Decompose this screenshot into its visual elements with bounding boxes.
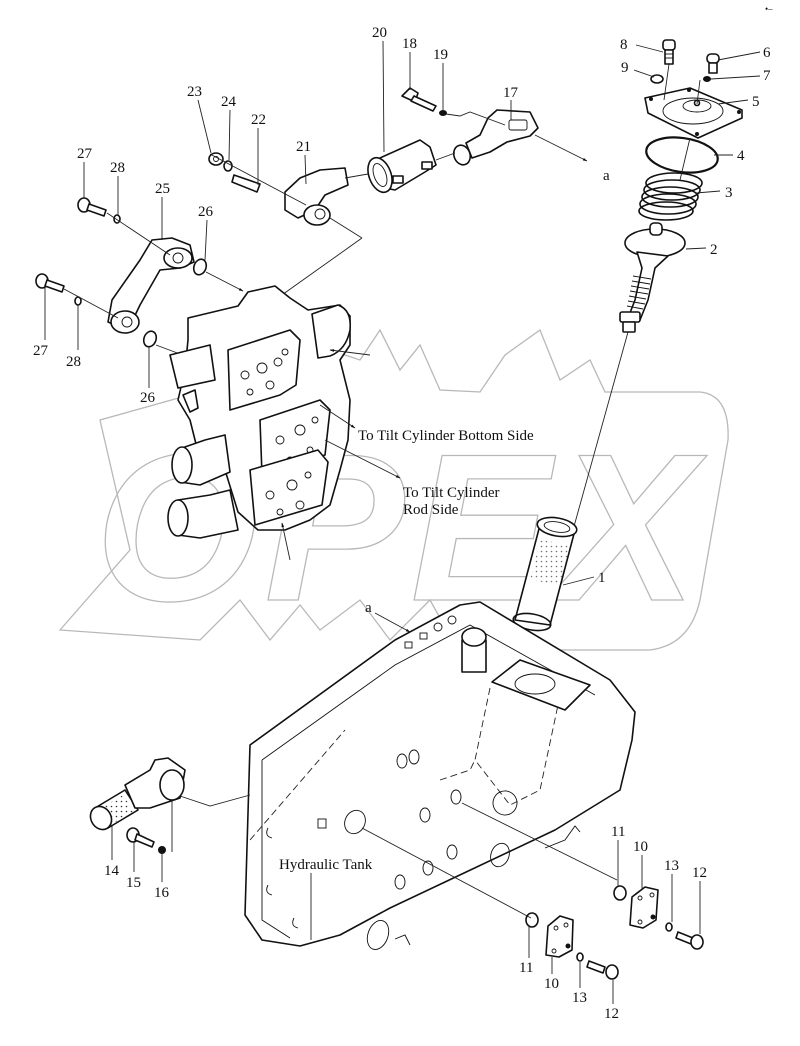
control-valve-icon	[167, 285, 401, 561]
callout-27-lower: 27	[33, 343, 49, 359]
washer-28-lower-icon	[74, 296, 82, 306]
note-tilt-bottom: To Tilt Cylinder Bottom Side	[358, 428, 534, 444]
axis-line	[663, 63, 670, 101]
filter-element-1-icon	[512, 516, 578, 632]
callouts-tank: a Hydraulic Tank	[279, 600, 373, 940]
watermark: OPEX	[58, 328, 729, 661]
callout-11-left: 11	[519, 960, 533, 976]
callouts-pipe25: 27 28 25 26 27 28 26	[33, 146, 214, 406]
callout-19: 19	[433, 47, 448, 63]
callout-10-left: 10	[544, 976, 559, 992]
axis-line	[696, 79, 701, 105]
washer-7-icon	[703, 76, 711, 82]
bolt-18-icon	[401, 87, 437, 112]
callout-4: 4	[737, 148, 745, 164]
callout-5: 5	[752, 94, 760, 110]
note-tilt-rod-line2: Rod Side	[403, 502, 459, 518]
callout-23: 23	[187, 84, 202, 100]
callout-17: 17	[503, 85, 519, 101]
o-ring-4-icon	[645, 136, 719, 174]
bolt-12-right-icon	[675, 931, 704, 950]
callout-20: 20	[372, 25, 387, 41]
bolt-8-icon	[662, 39, 676, 65]
callout-12-left: 12	[604, 1006, 619, 1022]
callout-22: 22	[251, 112, 266, 128]
suction-piping	[208, 87, 588, 303]
cover-plate-left	[525, 912, 619, 980]
cover-plate-10-left-icon	[545, 915, 574, 958]
washer-13-left-icon	[576, 952, 584, 962]
bolt-12-left-icon	[586, 960, 619, 980]
note-tilt-rod-line1: To Tilt Cylinder	[403, 485, 499, 501]
spring-3-icon	[638, 172, 703, 221]
elbow-21-icon	[284, 167, 349, 226]
reference-a-tank: a	[365, 600, 372, 616]
bolt-6-icon	[706, 53, 720, 74]
callout-25: 25	[155, 181, 170, 197]
callout-26-lower: 26	[140, 390, 156, 406]
callout-10-right: 10	[633, 839, 648, 855]
relief-valve-2-icon	[619, 222, 686, 333]
callout-14: 14	[104, 863, 120, 879]
washer-16-icon	[158, 846, 166, 854]
callout-11-right: 11	[611, 824, 625, 840]
callouts-cover-plates: 11 10 13 12 11 10 13 12	[519, 824, 707, 1022]
note-hydraulic-tank: Hydraulic Tank	[279, 857, 373, 873]
callout-7: 7	[763, 68, 771, 84]
hose-clamp-20-icon	[367, 139, 437, 194]
hydraulic-tank-icon	[179, 601, 636, 950]
callout-1: 1	[598, 570, 606, 586]
corner-mark: •–	[765, 4, 773, 14]
bolt-15-icon	[126, 827, 155, 848]
bolt-27-upper-icon	[77, 197, 107, 217]
callout-26-upper: 26	[198, 204, 214, 220]
washer-28-upper-icon	[113, 214, 121, 224]
bolt-27-lower-icon	[35, 273, 65, 293]
callout-24: 24	[221, 94, 237, 110]
callout-3: 3	[725, 185, 733, 201]
callouts-strainer: 14 15 16	[104, 800, 173, 901]
callouts-relief: 8 9 6 7 5 4 3 2 1	[562, 37, 771, 586]
reference-a-top: a	[603, 168, 610, 184]
washer-13-right-icon	[665, 922, 673, 932]
cover-5-icon	[644, 87, 743, 139]
callout-13-right: 13	[664, 858, 679, 874]
callouts-piping: 17 18 19 20 21 22 23 24 a	[187, 25, 610, 185]
callout-28-lower: 28	[66, 354, 81, 370]
callout-12-right: 12	[692, 865, 707, 881]
callout-28-upper: 28	[110, 160, 125, 176]
callout-8: 8	[620, 37, 628, 53]
o-ring-26-lower-icon	[142, 330, 158, 348]
callout-18: 18	[402, 36, 417, 52]
cover-plate-10-right-icon	[629, 886, 659, 929]
pipe-elbow-17-icon	[452, 109, 539, 166]
callout-27-upper: 27	[77, 146, 93, 162]
suction-strainer-14-icon	[89, 757, 186, 831]
callout-21: 21	[296, 139, 311, 155]
stud-22-icon	[231, 174, 261, 193]
callout-16: 16	[154, 885, 170, 901]
pipe-25-icon	[107, 237, 195, 334]
callout-6: 6	[763, 45, 771, 61]
callout-15: 15	[126, 875, 141, 891]
washer-19-icon	[439, 110, 447, 116]
cover-plate-right	[613, 885, 704, 950]
o-ring-11-left-icon	[525, 912, 539, 928]
pipe-assembly-25	[35, 197, 244, 358]
axis-line	[679, 137, 691, 181]
flow-notes: To Tilt Cylinder Bottom Side To Tilt Cyl…	[358, 428, 534, 518]
flow-arrow	[534, 134, 588, 162]
o-ring-11-right-icon	[613, 885, 627, 901]
callout-13-left: 13	[572, 990, 587, 1006]
callout-9: 9	[621, 60, 629, 76]
callout-2: 2	[710, 242, 718, 258]
o-ring-26-upper-icon	[192, 258, 208, 276]
